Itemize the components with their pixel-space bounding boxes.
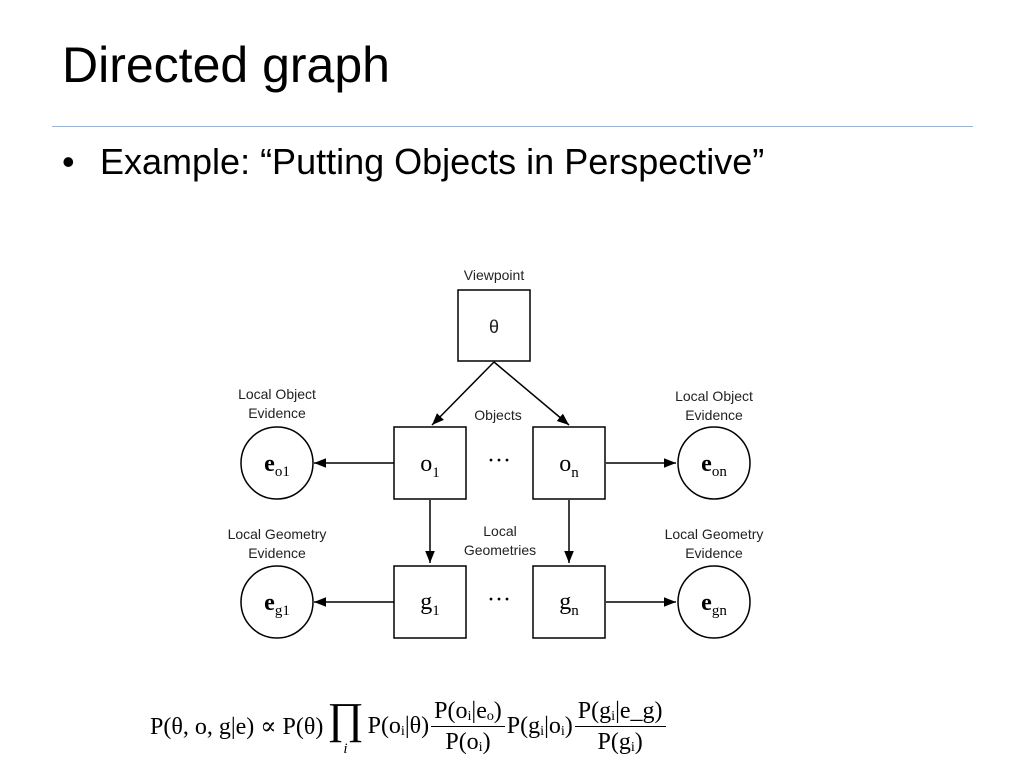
edge-theta-o1 [431,361,495,426]
edge-theta-on [493,361,570,426]
node-eg1-sub: g1 [275,603,290,619]
node-on-base: o [559,451,571,477]
node-eo1: eo1 [240,426,314,500]
node-gn: gn [532,565,606,639]
objects-label: Objects [474,407,521,423]
fraction-2-numerator: P(gᵢ|e_g) [574,696,666,727]
node-on-sub: n [571,465,579,481]
node-theta-symbol: θ [489,317,499,337]
fraction-2-denominator: P(gᵢ) [597,728,643,755]
node-eon-sub: on [712,464,728,480]
right-geometry-evidence-label-line2: Evidence [685,545,743,561]
node-eon: eon [677,426,751,500]
viewpoint-label: Viewpoint [464,267,525,283]
svg-text:on: on [559,451,579,481]
slide-title: Directed graph [62,37,390,93]
title-divider [52,126,973,127]
node-g1-base: g [420,589,432,615]
svg-text:gn: gn [559,589,579,619]
formula-fraction-1: P(oᵢ|eₒ) P(oᵢ) [431,696,505,757]
svg-text:eo1: eo1 [264,451,290,480]
node-egn-sub: gn [712,603,728,619]
right-geometry-evidence-label-line1: Local Geometry [665,526,764,542]
node-eon-base: e [701,451,712,477]
right-object-evidence-label-line2: Evidence [685,407,743,423]
left-geometry-evidence-label-line2: Evidence [248,545,306,561]
node-gn-sub: n [571,603,579,619]
node-egn-base: e [701,590,712,616]
svg-text:egn: egn [701,590,727,619]
formula-term2: P(gᵢ|oᵢ) [506,712,573,739]
node-theta: θ [457,289,531,362]
svg-text:eon: eon [701,451,727,480]
formula-term1: P(oᵢ|θ) [367,712,430,739]
svg-text:eg1: eg1 [264,590,290,619]
fraction-1-denominator: P(oᵢ) [445,728,491,755]
node-o1-sub: 1 [432,465,440,481]
formula-product: ∏ i [327,694,364,757]
node-g1: g1 [393,565,467,639]
formula-fraction-2: P(gᵢ|e_g) P(gᵢ) [574,696,666,757]
right-object-evidence-label-line1: Local Object [675,388,753,404]
node-egn: egn [677,565,751,639]
node-on: on [532,426,606,500]
formula-lhs: P(θ, o, g|e) ∝ P(θ) [150,713,324,740]
node-eg1-base: e [264,590,275,616]
node-eo1-sub: o1 [275,464,290,480]
left-object-evidence-label-line2: Evidence [248,405,306,421]
fraction-1-numerator: P(oᵢ|eₒ) [431,696,505,727]
node-eg1: eg1 [240,565,314,639]
svg-text:g1: g1 [420,589,440,619]
node-o1: o1 [393,426,467,500]
node-o1-base: o [420,451,432,477]
joint-probability-formula: P(θ, o, g|e) ∝ P(θ) ∏ i P(oᵢ|θ) P(oᵢ|eₒ)… [150,684,668,768]
bullet-item: • Example: “Putting Objects in Perspecti… [62,136,764,188]
svg-text:o1: o1 [420,451,440,481]
product-index: i [343,741,348,757]
left-object-evidence-label-line1: Local Object [238,386,316,402]
left-geometry-evidence-label-line1: Local Geometry [228,526,327,542]
geometries-ellipsis: ··· [487,587,511,613]
bullet-text: Example: “Putting Objects in Perspective… [100,141,765,182]
local-geometries-label-line2: Geometries [464,542,536,558]
node-g1-sub: 1 [432,603,440,619]
node-eo1-base: e [264,451,275,477]
node-gn-base: g [559,589,571,615]
bullet-dot: • [62,141,75,182]
product-symbol: ∏ [327,694,364,743]
objects-ellipsis: ··· [487,448,511,474]
local-geometries-label-line1: Local [483,523,516,539]
